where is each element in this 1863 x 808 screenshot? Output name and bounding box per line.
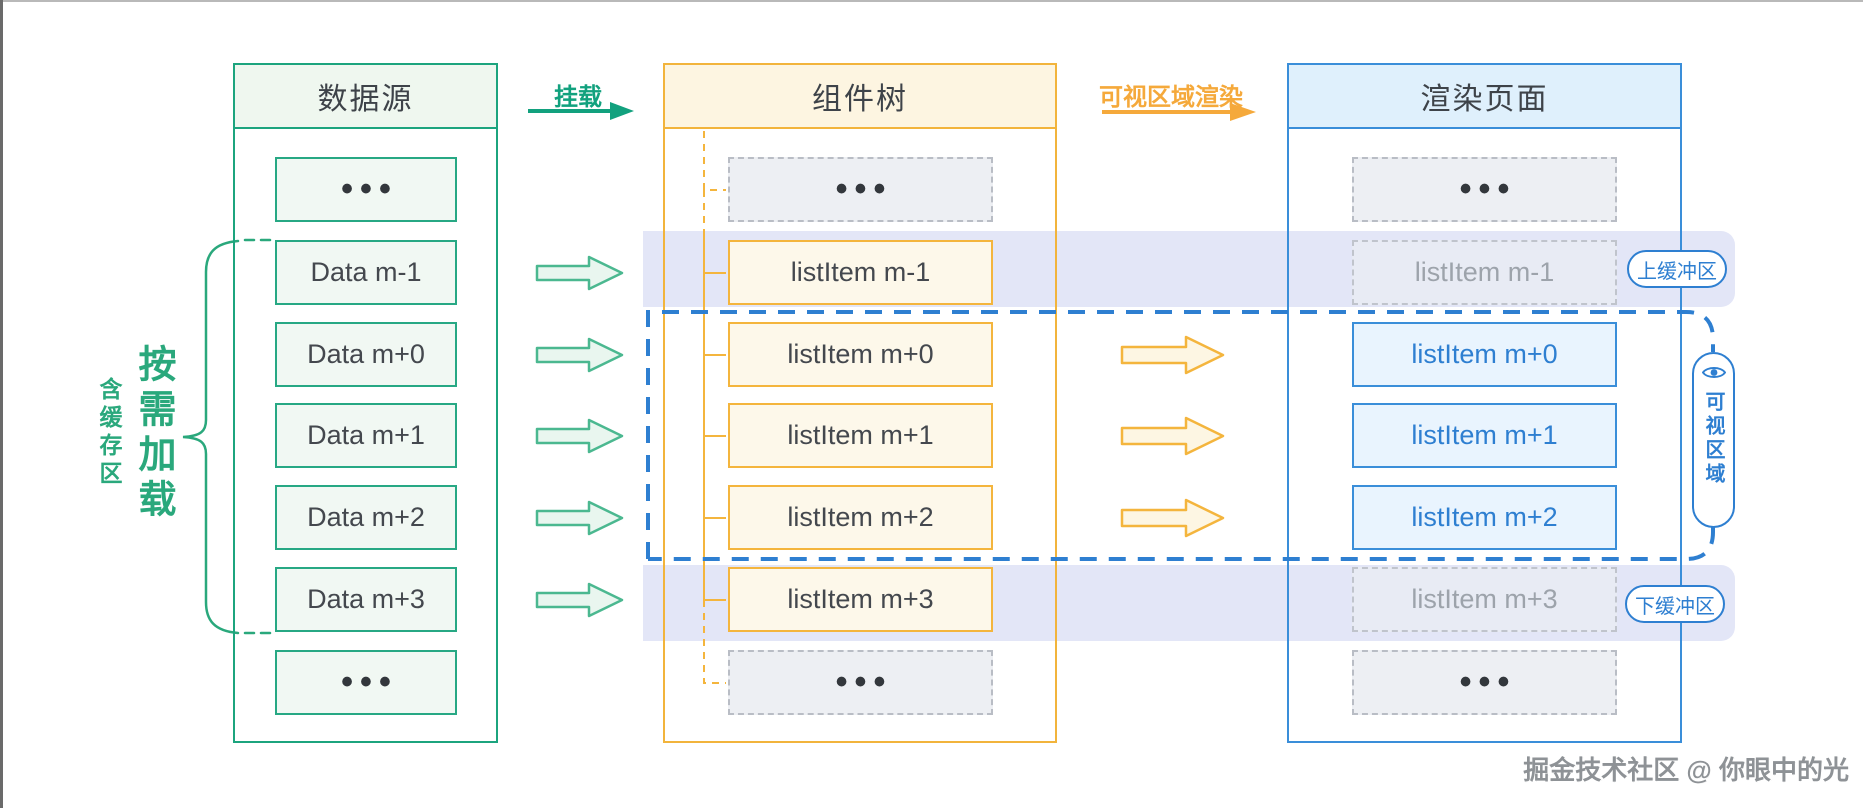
watermark: 掘金技术社区 @ 你眼中的光 [1523,755,1849,785]
render-hollow-arrow [1120,498,1225,538]
lower-buffer-badge: 下缓冲区 [1625,585,1725,623]
frame-top-edge [0,0,1863,2]
buffer-range-brace [182,239,240,635]
visible-area-outline-bottom [648,527,1715,561]
demand-load-label: 按需加载 [132,344,174,524]
render-page-item-box: listItem m+1 [1352,403,1617,468]
visible-area-outline-top [646,310,1715,559]
mount-hollow-arrow [535,255,624,291]
render-page-ellipsis-box: ••• [1352,157,1617,222]
mount-arrow-head [610,102,634,120]
mount-hollow-arrow [535,418,624,454]
data-source-ellipsis-box: ••• [275,157,457,222]
lower-buffer-badge-text: 下缓冲区 [1635,595,1715,618]
render-page-ellipsis-box: ••• [1352,650,1617,715]
render-page-item-box: listItem m+3 [1352,567,1617,632]
eye-icon [1701,364,1726,387]
viewport-badge-text: 可视区域 [1702,391,1724,487]
column-data-source: 数据源 [233,63,498,743]
render-page-item-box: listItem m-1 [1352,240,1617,305]
data-source-ellipsis-box: ••• [275,650,457,715]
render-hollow-arrow [1120,335,1225,375]
mount-arrow-label: 挂载 [554,84,602,111]
viewport-badge: 可视区域 [1692,352,1735,528]
upper-buffer-badge: 上缓冲区 [1627,250,1727,288]
component-tree-item-box: listItem m+0 [728,322,993,387]
frame-left-edge [0,0,3,808]
data-source-item-box: Data m-1 [275,240,457,305]
component-tree-ellipsis-box: ••• [728,650,993,715]
data-source-item-box: Data m+1 [275,403,457,468]
component-tree-item-box: listItem m+2 [728,485,993,550]
mount-hollow-arrow [535,337,624,373]
tree-branch-bottom-ellipsis [703,600,726,684]
column-title-data-source: 数据源 [235,65,496,129]
component-tree-item-box: listItem m+3 [728,567,993,632]
render-hollow-arrow [1120,416,1225,456]
data-source-item-box: Data m+0 [275,322,457,387]
render-page-item-box: listItem m+2 [1352,485,1617,550]
viewport-render-arrow-label: 可视区域渲染 [1099,84,1243,111]
data-source-item-box: Data m+3 [275,567,457,632]
column-title-component-tree: 组件树 [665,65,1055,129]
column-render-page: 渲染页面 [1287,63,1682,743]
component-tree-ellipsis-box: ••• [728,157,993,222]
component-tree-item-box: listItem m-1 [728,240,993,305]
with-buffer-label: 含缓存区 [96,377,122,489]
data-source-item-box: Data m+2 [275,485,457,550]
render-page-item-box: listItem m+0 [1352,322,1617,387]
mount-hollow-arrow [535,582,624,618]
render-arrow-head [1230,103,1256,121]
upper-buffer-badge-text: 上缓冲区 [1637,260,1717,283]
mount-hollow-arrow [535,500,624,536]
column-component-tree: 组件树 [663,63,1057,743]
component-tree-item-box: listItem m+1 [728,403,993,468]
column-title-render-page: 渲染页面 [1289,65,1680,129]
